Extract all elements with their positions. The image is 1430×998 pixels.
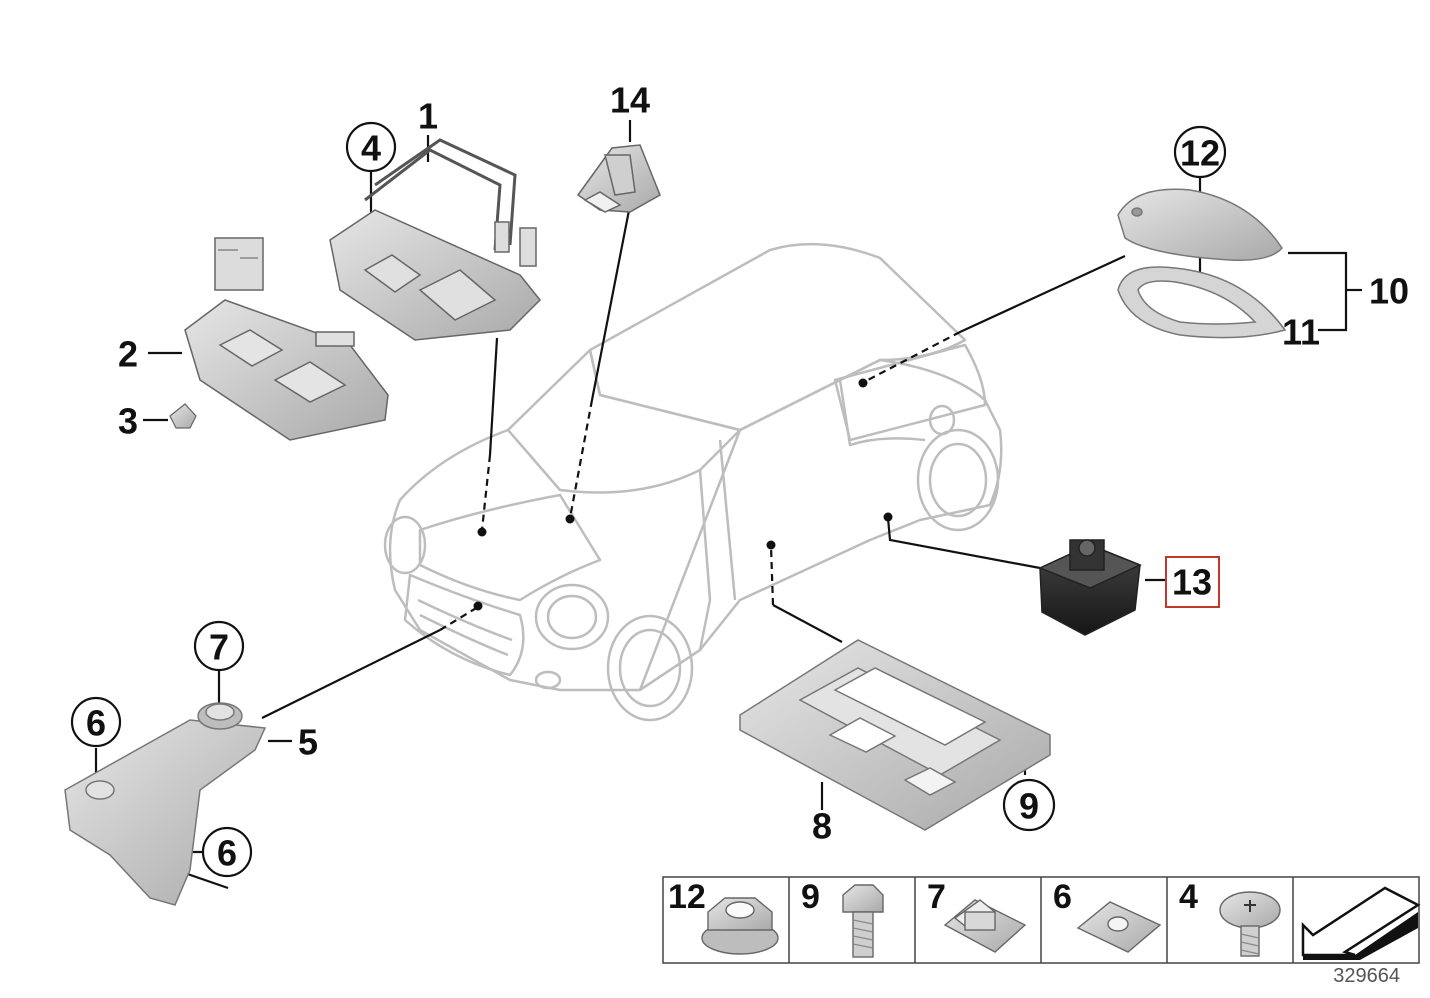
callout-8: 8: [812, 806, 832, 847]
car-outline: [383, 242, 1003, 722]
legend-label-6: 6: [1053, 878, 1072, 916]
callout-1: 1: [418, 96, 438, 137]
seal-part-11: [1117, 266, 1287, 339]
callout-circles: [70, 121, 1227, 878]
legend-label-9: 9: [801, 878, 820, 916]
callout-2: 2: [118, 334, 138, 375]
battery-bracket-part-2: [184, 237, 389, 441]
bracket-part-5: [64, 702, 267, 906]
module-part-13: [1038, 539, 1142, 636]
callout-6-bottom: 6: [217, 833, 237, 874]
callout-6-top: 6: [86, 703, 106, 744]
torx-screw-icon: [1219, 891, 1281, 957]
battery-tray-part-1: [329, 138, 542, 341]
flange-nut-icon: [701, 897, 779, 955]
highlight-box-13: [1165, 556, 1220, 608]
legend-label-12: 12: [668, 878, 706, 916]
callout-10: 10: [1369, 271, 1409, 312]
legend-label-7: 7: [927, 878, 946, 916]
callout-9: 9: [1019, 786, 1039, 827]
legend-label-4: 4: [1179, 878, 1198, 916]
cover-part-12: [1117, 188, 1283, 261]
hardware-legend-strip: 12 9 7 6 4: [662, 876, 1421, 964]
callout-14: 14: [610, 80, 650, 121]
callout-11: 11: [1282, 312, 1320, 353]
bracket-part-14: [576, 144, 661, 213]
diagram-number: 329664: [1333, 965, 1400, 987]
callout-3: 3: [118, 401, 138, 442]
clip-part-3: [169, 403, 197, 429]
connection-dots: [473, 378, 893, 611]
callout-4: 4: [361, 128, 381, 169]
callout-labels: 1 2 3 4 5 6 6 7 8 9 10 11 12 13 14: [86, 80, 1409, 874]
callout-5: 5: [298, 722, 318, 763]
carrier-plate-part-8: [739, 639, 1051, 831]
callout-7: 7: [209, 627, 229, 668]
callout-12: 12: [1180, 133, 1220, 174]
speed-nut-icon: [1076, 901, 1162, 953]
callout-13: 13: [1172, 562, 1212, 603]
spring-clip-icon: [943, 899, 1027, 953]
hex-bolt-icon: [842, 884, 884, 958]
direction-arrow-icon: [1301, 886, 1421, 960]
